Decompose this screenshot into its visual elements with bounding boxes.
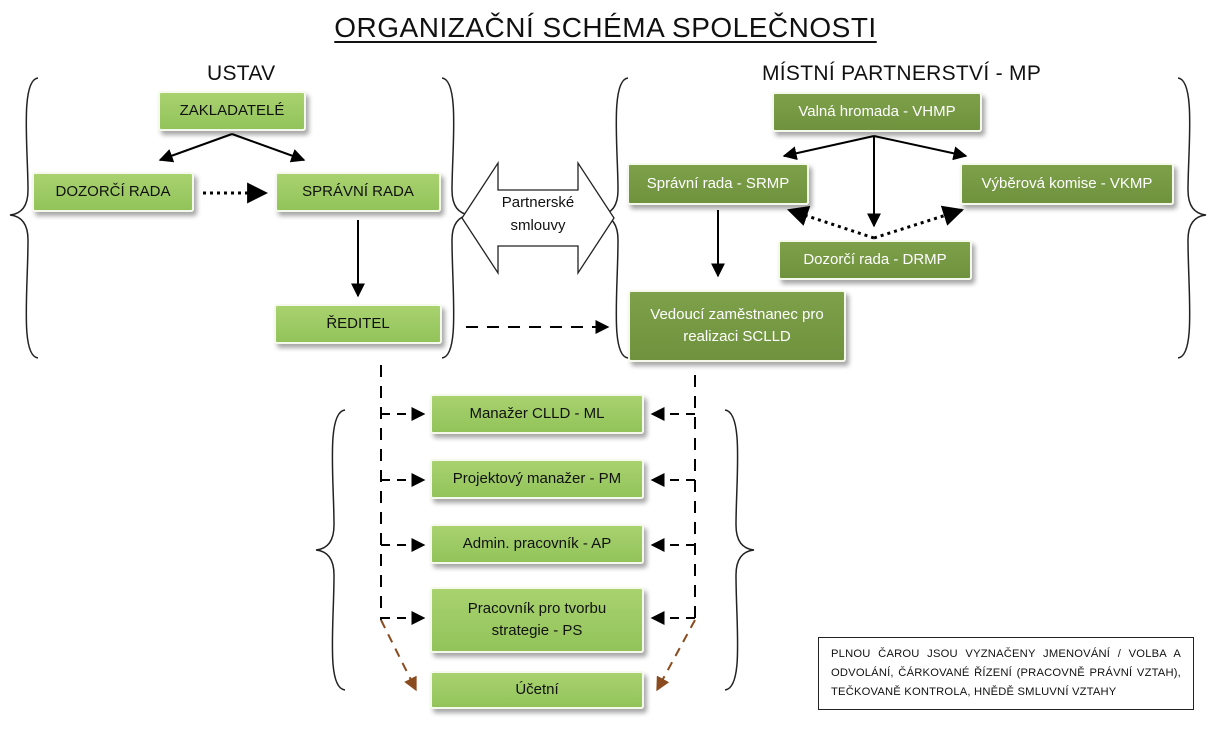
box-reditel: ŘEDITEL — [274, 304, 442, 344]
box-manazer-clld: Manažer CLLD - ML — [430, 394, 644, 434]
brace-mp-right — [1177, 77, 1207, 359]
box-spravni-rada-mp: Správní rada - SRMP — [627, 163, 809, 205]
section-label-ustav: USTAV — [207, 62, 276, 85]
brace-ustav-left — [9, 77, 39, 359]
box-spravni-rada: SPRÁVNÍ RADA — [275, 172, 441, 212]
legend-note: PLNOU ČAROU JSOU VYZNAČENY JMENOVÁNÍ / V… — [818, 637, 1194, 710]
box-projektovy-manazer: Projektový manažer - PM — [430, 459, 644, 499]
partnership-double-arrow — [461, 160, 615, 276]
box-vyberova-komise: Výběrová komise - VKMP — [960, 163, 1174, 205]
box-zakladatele: ZAKLADATELÉ — [158, 91, 306, 131]
page-title: ORGANIZAČNÍ SCHÉMA SPOLEČNOSTI — [334, 12, 877, 43]
box-valna-hromada: Valná hromada - VHMP — [772, 92, 982, 132]
brace-staff-left — [315, 409, 346, 691]
box-dozorci-rada: DOZORČÍ RADA — [32, 172, 194, 212]
box-vedouci-zamestnanec: Vedoucí zaměstnanec pro realizaci SCLLD — [628, 290, 846, 362]
partnership-contracts-label: Partnerské smlouvy — [501, 194, 575, 234]
box-pracovnik-strategie: Pracovník pro tvorbu strategie - PS — [430, 587, 644, 653]
brace-staff-right — [724, 409, 755, 691]
box-admin-pracovnik: Admin. pracovník - AP — [430, 524, 644, 564]
box-ucetni: Účetní — [430, 671, 644, 709]
box-dozorci-rada-mp: Dozorčí rada - DRMP — [778, 240, 972, 280]
section-label-mp: MÍSTNÍ PARTNERSTVÍ - MP — [762, 62, 1042, 85]
